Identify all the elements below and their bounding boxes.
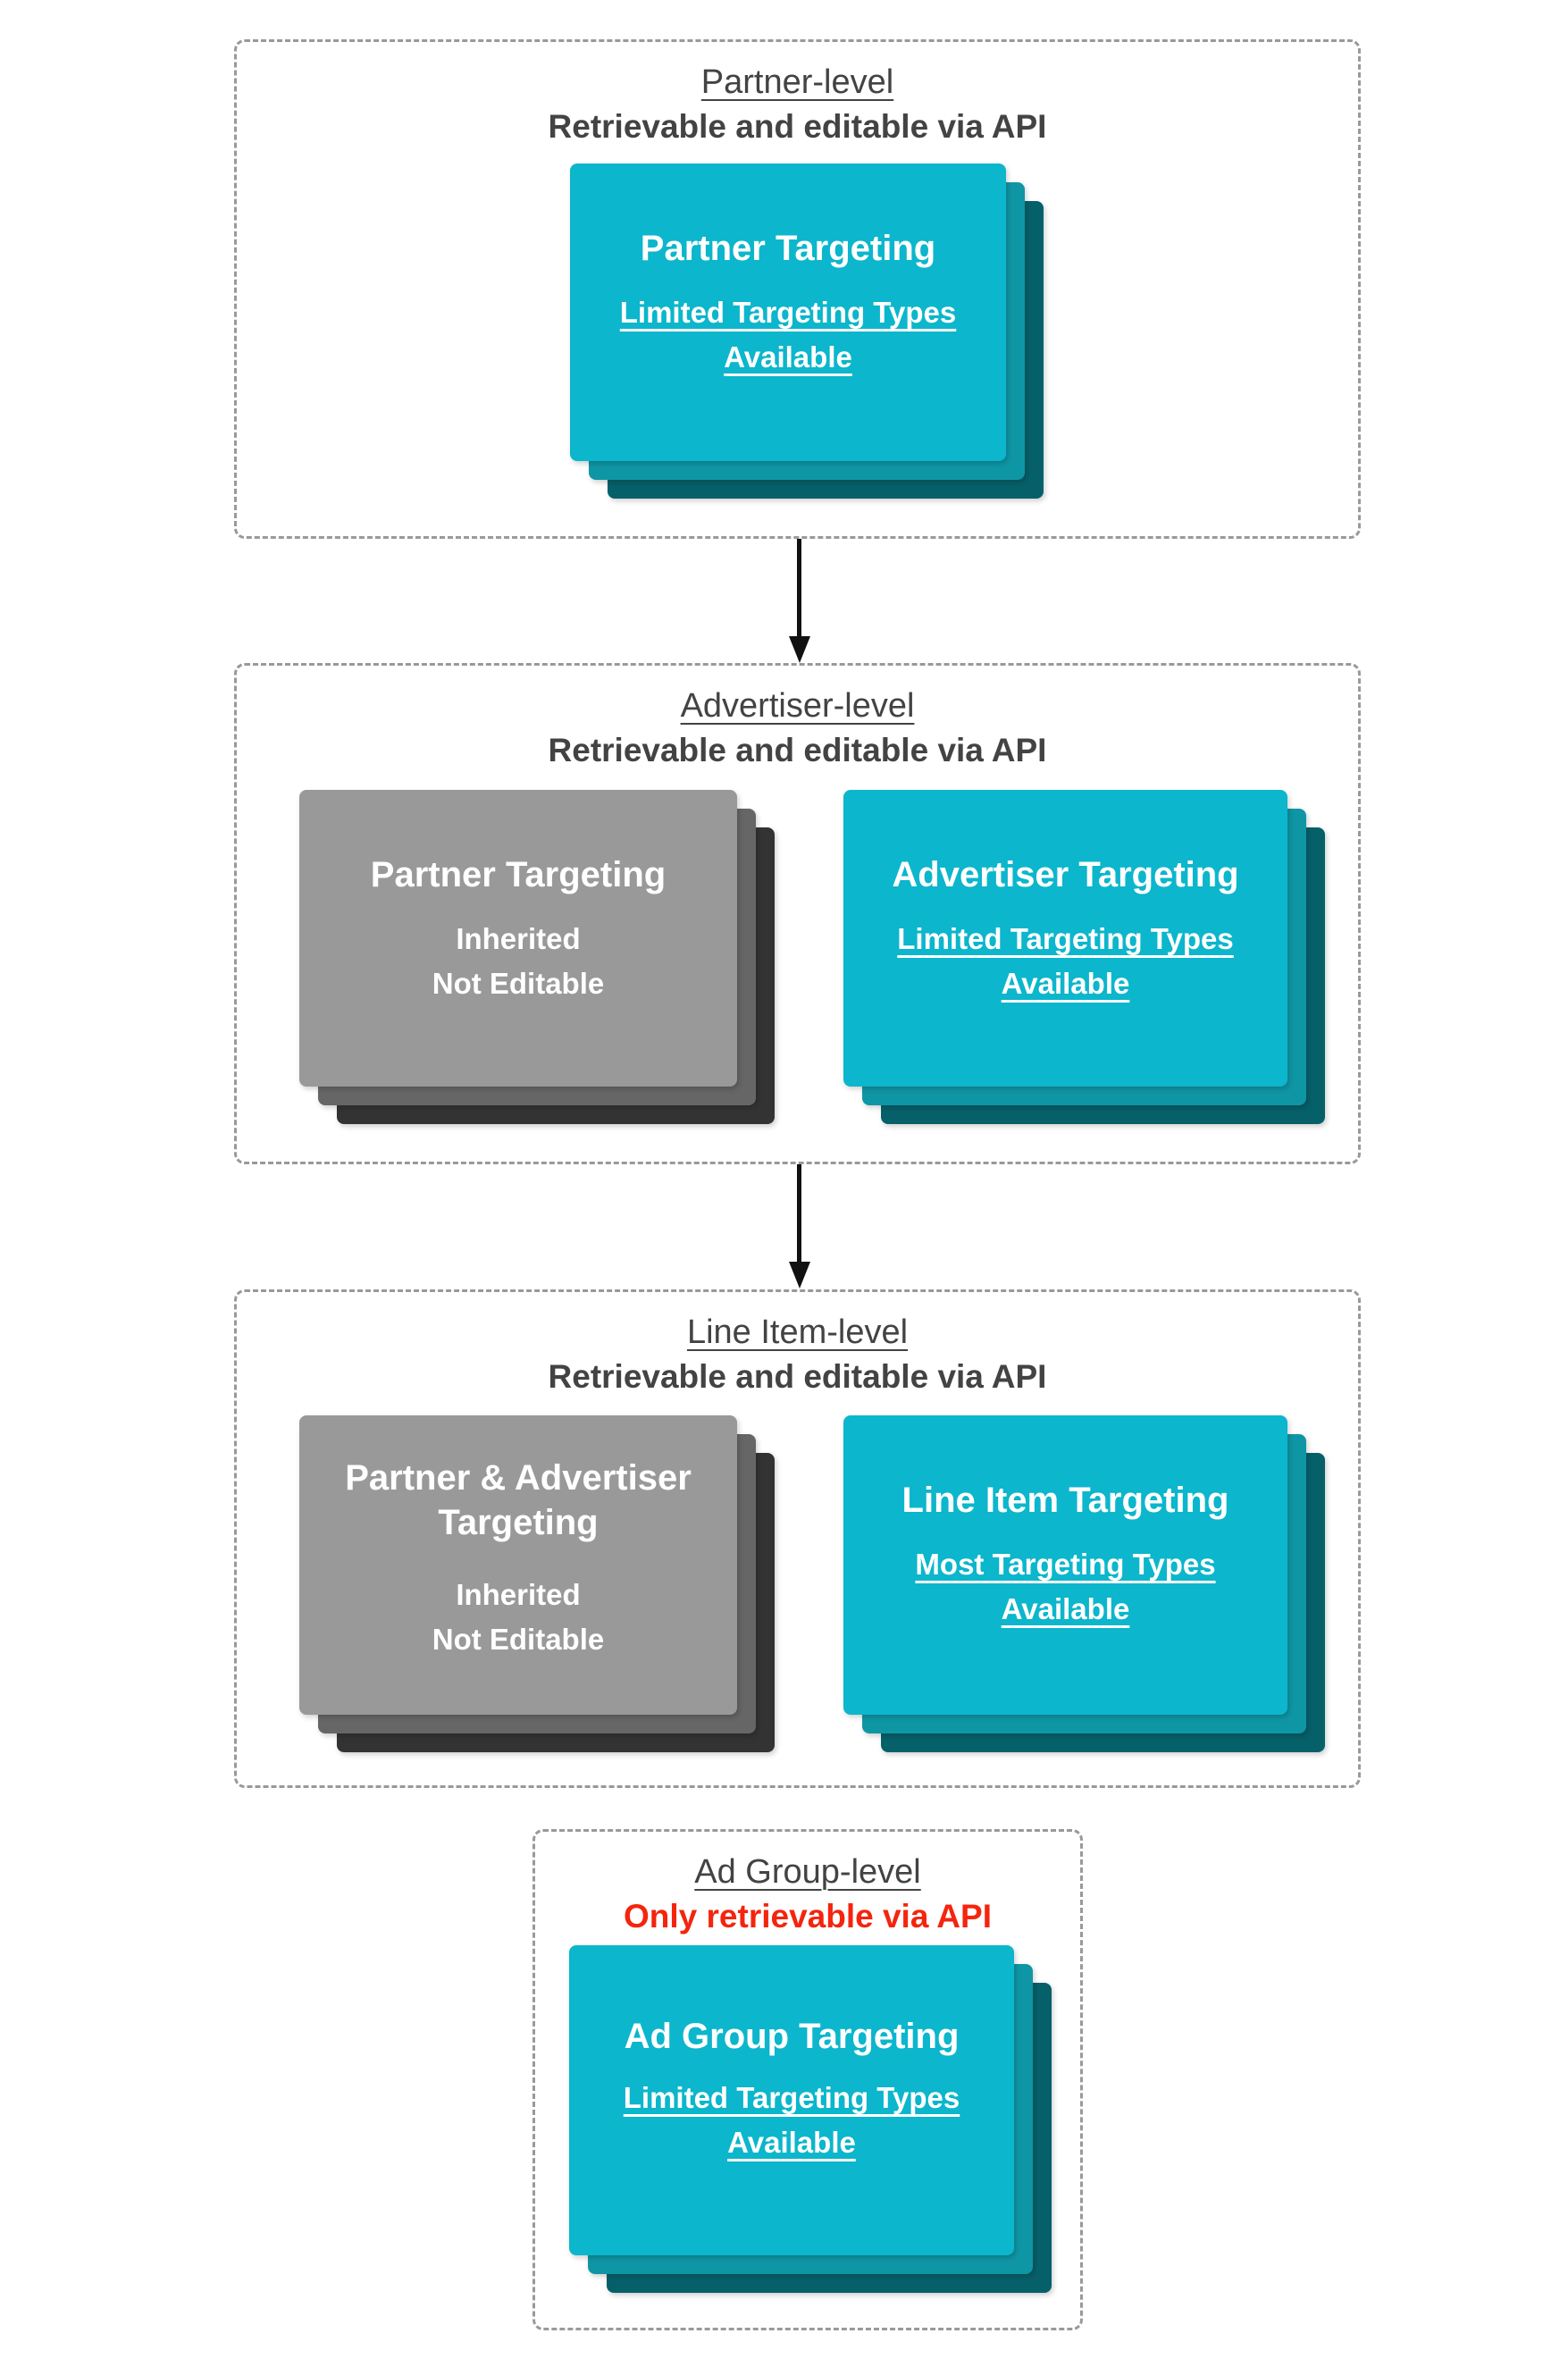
line-item-level-section: Line Item-level Retrievable and editable…: [234, 1289, 1361, 1788]
ad-group-level-subtitle: Only retrievable via API: [624, 1898, 992, 1935]
advertiser-level-title: Advertiser-level: [237, 684, 1358, 728]
card-title-line: Partner Targeting: [370, 855, 667, 894]
card-body: Most Targeting Types Available: [843, 1542, 1287, 1632]
card-body-line: Available: [724, 340, 852, 374]
advertiser-level-subtitle: Retrievable and editable via API: [548, 732, 1047, 768]
ad-group-level-title-text: Ad Group-level: [694, 1853, 921, 1891]
card-body: Inherited Not Editable: [299, 1573, 737, 1662]
card-body-line: Most Targeting Types: [915, 1548, 1216, 1581]
line-item-level-title-text: Line Item-level: [686, 1314, 909, 1351]
card-body: Limited Targeting Types Available: [569, 2076, 1014, 2165]
flow-arrow-partner-to-advertiser: [789, 539, 810, 663]
ad-group-targeting-card-stack: Ad Group Targeting Limited Targeting Typ…: [569, 1945, 1052, 2293]
card-body-line: Not Editable: [432, 967, 605, 1000]
advertiser-targeting-card: Advertiser Targeting Limited Targeting T…: [843, 790, 1287, 1087]
ad-group-level-section: Ad Group-level Only retrievable via API …: [532, 1829, 1083, 2330]
advertiser-level-section: Advertiser-level Retrievable and editabl…: [234, 663, 1361, 1164]
inherited-partner-advertiser-targeting-card: Partner & Advertiser Targeting Inherited…: [299, 1415, 737, 1715]
inherited-partner-targeting-card: Partner Targeting Inherited Not Editable: [299, 790, 737, 1087]
card-title: Partner & Advertiser Targeting: [299, 1456, 737, 1545]
ad-group-level-title: Ad Group-level: [535, 1850, 1080, 1894]
card-body-line: Limited Targeting Types: [897, 922, 1234, 955]
line-item-targeting-card-stack: Line Item Targeting Most Targeting Types…: [843, 1415, 1325, 1752]
card-title: Advertiser Targeting: [843, 852, 1287, 897]
inherited-partner-advertiser-targeting-card-stack: Partner & Advertiser Targeting Inherited…: [299, 1415, 775, 1752]
partner-level-section: Partner-level Retrievable and editable v…: [234, 39, 1361, 539]
card-body-line: Not Editable: [432, 1623, 605, 1656]
card-title-line: Partner & Advertiser: [345, 1458, 692, 1498]
partner-level-title: Partner-level: [237, 60, 1358, 105]
arrow-line: [797, 1164, 801, 1263]
line-item-level-title: Line Item-level: [237, 1310, 1358, 1355]
card-title-line: Targeting: [438, 1503, 599, 1542]
card-body: Inherited Not Editable: [299, 917, 737, 1006]
arrow-line: [797, 539, 801, 638]
card-body-line: Limited Targeting Types: [623, 2081, 960, 2114]
card-title-line: Partner Targeting: [640, 229, 936, 268]
card-title-line: Line Item Targeting: [901, 1481, 1229, 1520]
card-body: Limited Targeting Types Available: [843, 917, 1287, 1006]
card-body-line: Available: [727, 2126, 856, 2159]
ad-group-targeting-card: Ad Group Targeting Limited Targeting Typ…: [569, 1945, 1014, 2255]
card-title: Partner Targeting: [570, 226, 1006, 271]
partner-level-subtitle: Retrievable and editable via API: [548, 108, 1047, 145]
card-body-line: Available: [1001, 967, 1130, 1000]
card-body-line: Inherited: [456, 1578, 581, 1611]
card-title: Ad Group Targeting: [569, 2014, 1014, 2059]
card-body-line: Inherited: [456, 922, 581, 955]
line-item-targeting-card: Line Item Targeting Most Targeting Types…: [843, 1415, 1287, 1715]
card-body: Limited Targeting Types Available: [570, 290, 1006, 380]
inherited-partner-targeting-card-stack: Partner Targeting Inherited Not Editable: [299, 790, 775, 1124]
flow-arrow-advertiser-to-lineitem: [789, 1164, 810, 1288]
card-body-line: Limited Targeting Types: [619, 296, 957, 329]
advertiser-level-title-text: Advertiser-level: [680, 687, 915, 725]
partner-targeting-card: Partner Targeting Limited Targeting Type…: [570, 164, 1006, 461]
card-body-line: Available: [1001, 1592, 1130, 1625]
partner-targeting-card-stack: Partner Targeting Limited Targeting Type…: [570, 164, 1044, 499]
arrow-head-icon: [789, 636, 810, 663]
card-title-line: Advertiser Targeting: [892, 855, 1239, 894]
advertiser-targeting-card-stack: Advertiser Targeting Limited Targeting T…: [843, 790, 1325, 1124]
card-title: Partner Targeting: [299, 852, 737, 897]
card-title: Line Item Targeting: [843, 1478, 1287, 1523]
arrow-head-icon: [789, 1262, 810, 1288]
line-item-level-subtitle: Retrievable and editable via API: [548, 1358, 1047, 1395]
partner-level-title-text: Partner-level: [700, 63, 894, 101]
card-title-line: Ad Group Targeting: [624, 2017, 960, 2056]
